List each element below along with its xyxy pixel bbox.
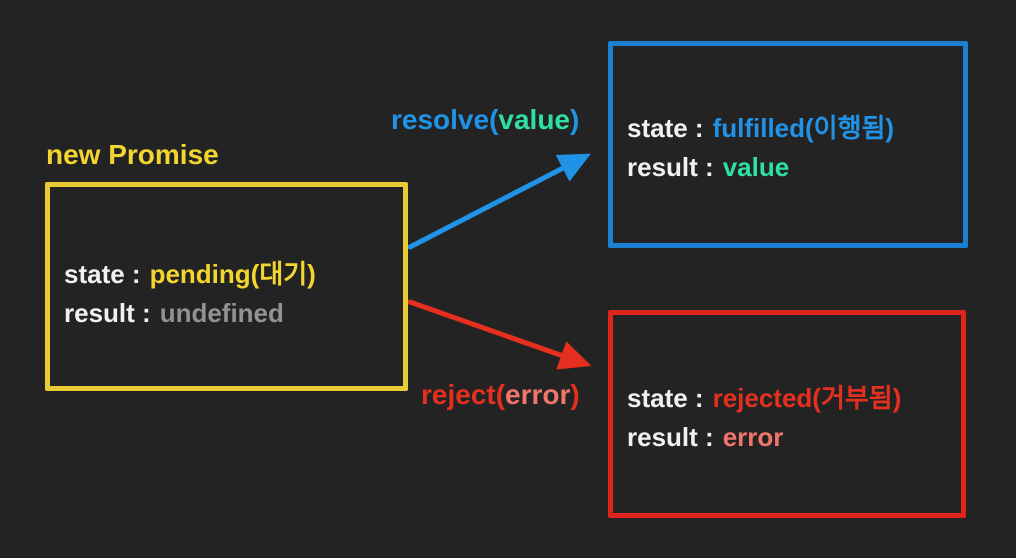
state-value: fulfilled(이행됨) [712,113,895,143]
state-value: rejected(거부됨) [712,383,902,413]
reject-arrow-label: reject(error) [421,379,580,411]
reject-label-arg: error [505,379,571,410]
rejected-state-line: state : rejected(거부됨) [627,379,901,418]
resolve-arrow [407,153,591,250]
state-value: pending(대기) [149,259,316,289]
result-label: result : [627,422,714,452]
resolve-label-prefix: resolve( [391,104,499,135]
fulfilled-result-line: result : value [627,148,894,187]
resolve-arrow-label: resolve(value) [391,104,579,136]
rejected-result-line: result : error [627,418,901,457]
result-label: result : [627,152,714,182]
reject-label-suffix: ) [570,379,580,410]
state-label: state : [627,383,704,413]
pending-result-line: result : undefined [64,294,316,333]
state-label: state : [64,259,141,289]
resolve-label-arg: value [498,104,571,135]
result-value: value [722,152,790,182]
pending-state-box: state : pending(대기) result : undefined [45,182,408,391]
rejected-state-box: state : rejected(거부됨) result : error [608,310,966,518]
result-value: undefined [159,298,284,328]
reject-label-prefix: reject( [421,379,506,410]
fulfilled-state-box: state : fulfilled(이행됨) result : value [608,41,968,248]
result-label: result : [64,298,151,328]
pending-state-line: state : pending(대기) [64,255,316,294]
state-label: state : [627,113,704,143]
fulfilled-state-line: state : fulfilled(이행됨) [627,109,894,148]
reject-arrow [407,299,592,370]
resolve-label-suffix: ) [570,104,580,135]
new-promise-title: new Promise [46,139,219,170]
result-value: error [722,422,784,452]
